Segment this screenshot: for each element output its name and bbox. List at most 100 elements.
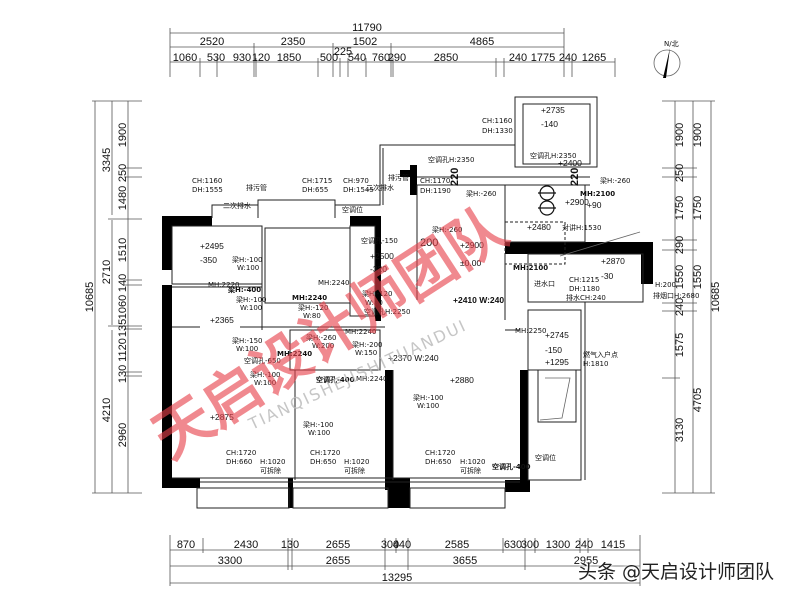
- dim-left-r3: 140: [117, 274, 129, 292]
- note: 空调孔-650: [244, 356, 281, 365]
- note: CH:970: [343, 177, 369, 185]
- note: CH:1720: [425, 449, 455, 457]
- dim-top-r3: 1265: [582, 52, 606, 64]
- note: MH:2240: [277, 350, 312, 358]
- note: 空调位: [342, 205, 363, 214]
- level-mark: +2735: [541, 105, 565, 115]
- note: DH:1545: [343, 186, 374, 194]
- note: 200: [420, 237, 438, 249]
- dim-left-total: 10685: [84, 282, 96, 313]
- dim-bottom-r1: 870: [177, 539, 195, 551]
- top-dimension-labels: 11790 2520 2350 1502 4865 225 1060 530 9…: [173, 22, 606, 64]
- level-mark: +2880: [450, 375, 474, 385]
- note: 梁H:-100: [413, 393, 444, 402]
- left-dimension-lines: [92, 100, 142, 494]
- dim-bottom-r1: 2585: [445, 539, 469, 551]
- dim-left-r3: 1060: [117, 295, 129, 319]
- bottom-dimension-lines: [169, 535, 641, 586]
- note: DH:1330: [482, 127, 513, 135]
- note: MH:2240: [345, 328, 376, 336]
- note: 空调孔-400: [316, 375, 355, 384]
- note: 对讲H:1530: [562, 223, 601, 232]
- dim-bottom-r1: 2430: [234, 539, 258, 551]
- dim-top-225: 225: [334, 46, 352, 58]
- level-mark: +2495: [200, 241, 224, 251]
- dim-right-r2: 1550: [692, 265, 704, 289]
- dim-top-r3: 500: [320, 52, 338, 64]
- note: 可拆除: [344, 466, 365, 475]
- note: 燃气入户点: [583, 350, 618, 359]
- level-mark: +2875: [210, 412, 234, 422]
- bottom-dimension-labels: 870 2430 130 2655 300 440 2585 630 300 1…: [177, 539, 625, 584]
- note: 进水口: [534, 279, 555, 288]
- note: CH:1215: [569, 276, 599, 284]
- level-mark: +2500: [370, 251, 394, 261]
- dim-right-r2: 4705: [692, 388, 704, 412]
- note: 空调孔H:2350: [530, 151, 576, 160]
- note: DH:1180: [569, 285, 600, 293]
- note: 二次排水: [223, 201, 251, 210]
- note: 可拆除: [260, 466, 281, 475]
- dim-top-2520: 2520: [200, 36, 224, 48]
- note: CH:1160: [192, 177, 222, 185]
- interior-lines: [171, 96, 644, 509]
- note: MH:2100: [580, 190, 615, 198]
- dim-top-total: 11790: [352, 22, 382, 34]
- note: CH:1160: [482, 117, 512, 125]
- dim-right-r3: 1900: [674, 123, 686, 147]
- note: W:100: [417, 402, 439, 410]
- dim-right-r3: 250: [674, 164, 686, 182]
- note: MH:2220: [208, 281, 239, 289]
- dim-top-r3: 290: [388, 52, 406, 64]
- right-dimension-lines: [662, 100, 715, 494]
- dim-right-r3: 3130: [674, 418, 686, 442]
- level-mark: +2480: [527, 222, 551, 232]
- level-mark: +2400: [558, 158, 582, 168]
- dim-left-r3: 1510: [117, 238, 129, 262]
- note: 可拆除: [460, 466, 481, 475]
- level-mark: -320: [370, 264, 387, 274]
- note: 梁H:-260: [466, 189, 497, 198]
- note: MH:2250: [515, 327, 546, 335]
- dim-right-r2: 1750: [692, 196, 704, 220]
- note: 220: [569, 168, 581, 186]
- dim-bottom-r1: 300: [381, 539, 399, 551]
- note: W:80: [303, 312, 321, 320]
- level-mark: +90: [587, 200, 602, 210]
- note: MH:2240: [318, 279, 349, 287]
- dim-top-r3: 120: [252, 52, 270, 64]
- dim-top-r3: 2850: [434, 52, 458, 64]
- dim-bottom-r1: 1415: [601, 539, 625, 551]
- note: 二次排水: [366, 183, 394, 192]
- dim-top-r3: 540: [348, 52, 366, 64]
- dim-right-total: 10685: [710, 282, 722, 313]
- note: 空调孔-400: [492, 462, 531, 471]
- note: W:100: [254, 379, 276, 387]
- note: 梁H:-200: [352, 340, 383, 349]
- dim-bottom-total: 13295: [382, 572, 413, 584]
- dim-top-r3: 1850: [277, 52, 301, 64]
- dim-bottom-r2: 2955: [574, 555, 598, 567]
- note: DH:660: [226, 458, 252, 466]
- note: 梁H:-120: [298, 303, 329, 312]
- note: DH:1190: [420, 187, 451, 195]
- dim-bottom-r2: 3655: [453, 555, 477, 567]
- dim-left-r3: 1480: [117, 186, 129, 210]
- dim-top-r3: 240: [509, 52, 527, 64]
- note: 空调孔H:2250: [364, 307, 410, 316]
- dim-bottom-r1: 240: [575, 539, 593, 551]
- note: 梁H:-100: [236, 295, 267, 304]
- note: W:100: [308, 429, 330, 437]
- level-mark: -350: [200, 255, 217, 265]
- dim-bottom-r1: 1300: [546, 539, 570, 551]
- dim-left-r3: 135: [117, 319, 129, 337]
- level-mark: +2900: [565, 197, 589, 207]
- level-mark: +2365: [210, 315, 234, 325]
- level-mark: ±0.00: [460, 258, 481, 268]
- direction-symbols-icon: [538, 185, 556, 216]
- note: 梁H:-260: [306, 333, 337, 342]
- annotations: CH:1160 DH:1555 排污管 二次排水 CH:1715 DH:655 …: [192, 105, 699, 475]
- note: MH:2240: [356, 375, 387, 383]
- dim-bottom-r1: 130: [281, 539, 299, 551]
- note: CH:1720: [226, 449, 256, 457]
